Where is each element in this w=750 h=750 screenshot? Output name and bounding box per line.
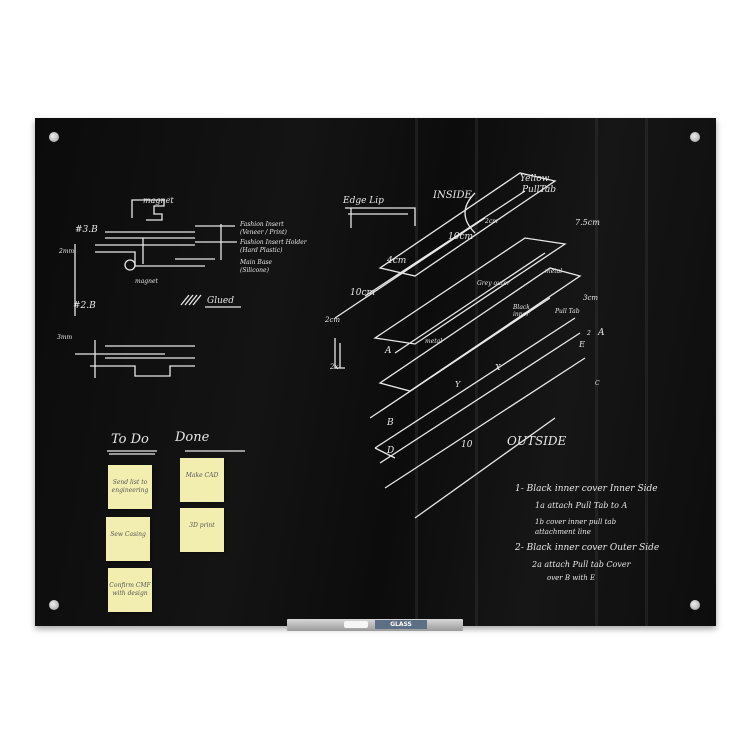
sticky-note-todo[interactable]: Confirm CMF with design	[108, 568, 152, 612]
glass-dry-erase-board: magnet #3.B 2mm Fashion Insert (Veneer /…	[35, 118, 716, 626]
instruction-line: attachment line	[535, 528, 591, 536]
label-magnet-bottom: magnet	[135, 278, 158, 285]
label-main-base: Main Base	[240, 259, 273, 266]
label-2x: 2x	[330, 363, 339, 371]
label-two: 2	[587, 330, 591, 337]
dim-2cm-left: 2cm	[325, 316, 341, 324]
label-ten: 10	[461, 440, 473, 450]
mounting-bolt	[49, 600, 59, 610]
label-y: Y	[455, 380, 461, 389]
label-fashion-insert-sub: (Veneer / Print)	[240, 229, 287, 236]
label-yellow: Yellow	[520, 174, 550, 184]
marker[interactable]	[344, 621, 368, 628]
window-reflection	[595, 118, 598, 626]
label-c: C	[595, 380, 600, 387]
marker-tray: GLASS	[287, 619, 463, 631]
sticky-note-done[interactable]: 3D print	[180, 508, 224, 552]
label-b: B	[387, 418, 394, 428]
sticky-note-done[interactable]: Make CAD	[180, 458, 224, 502]
label-pull-tab: Pull Tab	[555, 308, 580, 315]
label-3b: #3.B	[75, 225, 98, 235]
marker-sketch-lines	[74, 172, 586, 519]
label-main-base-sub: (Silicone)	[240, 267, 269, 274]
label-metal-a: metal	[545, 268, 563, 275]
mounting-bolt	[690, 132, 700, 142]
label-metal-b: metal	[425, 338, 443, 345]
label-black-inner: Black inner	[513, 304, 530, 318]
mounting-bolt	[49, 132, 59, 142]
instruction-line: 1b cover inner pull tab	[535, 518, 617, 526]
label-d: D	[387, 446, 395, 456]
label-e: E	[579, 340, 585, 349]
label-pulltab: PullTab	[522, 185, 557, 195]
sticky-note-todo[interactable]: Send list to engineering	[108, 465, 152, 509]
label-outside: OUTSIDE	[507, 434, 567, 448]
dim-4cm: 4cm	[387, 256, 407, 266]
dim-3cm: 3cm	[583, 294, 599, 302]
label-fashion-insert: Fashion Insert	[240, 221, 284, 228]
dim-10cm-b: 10cm	[350, 288, 376, 298]
instruction-line: 2a attach Pull tab Cover	[532, 560, 631, 569]
dim-2cm-top: 2cm	[485, 218, 498, 225]
window-reflection	[645, 118, 648, 626]
brand-label: GLASS	[375, 620, 427, 629]
dim-10cm-a: 10cm	[448, 232, 474, 242]
label-magnet-top: magnet	[143, 196, 174, 205]
window-reflection	[475, 118, 478, 626]
instruction-line: 2- Black inner cover Outer Side	[515, 543, 660, 553]
sticky-note-todo[interactable]: Sew Casing	[106, 517, 150, 561]
label-glued: Glued	[207, 296, 234, 306]
instruction-line: over B with E	[547, 574, 596, 582]
label-grey-outer: Grey outer	[477, 280, 510, 287]
label-a: A	[385, 346, 392, 356]
label-2mm: 2mm	[59, 248, 75, 255]
window-reflection	[415, 118, 418, 626]
label-holder: Fashion Insert Holder	[240, 239, 307, 246]
label-x: X	[495, 363, 501, 372]
label-3mm: 3mm	[57, 334, 73, 341]
instruction-line: 1a attach Pull Tab to A	[535, 501, 628, 510]
label-a2: A	[598, 328, 605, 338]
todo-heading: To Do	[111, 432, 149, 447]
instruction-line: 1- Black inner cover Inner Side	[515, 484, 658, 494]
dim-7-5cm: 7.5cm	[575, 218, 600, 227]
label-edge-lip: Edge Lip	[343, 196, 384, 206]
label-inside: INSIDE	[433, 190, 472, 201]
label-holder-sub: (Hard Plastic)	[240, 247, 283, 254]
mounting-bolt	[690, 600, 700, 610]
done-heading: Done	[175, 430, 210, 445]
label-2b: #2.B	[73, 301, 96, 311]
